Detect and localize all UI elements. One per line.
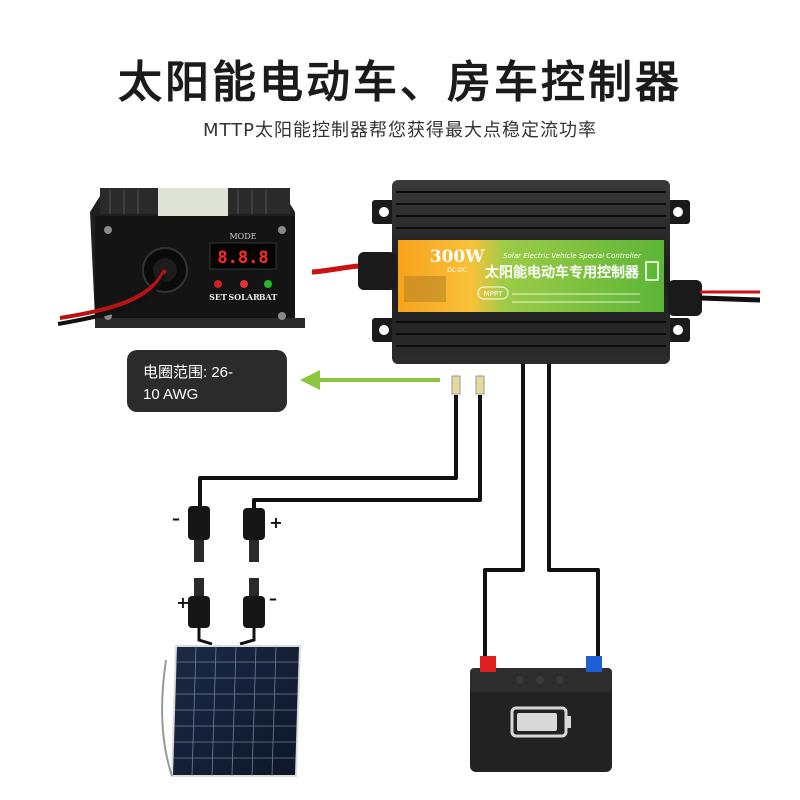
battery (470, 656, 612, 772)
upper-negative-sign: – (172, 509, 180, 528)
solar-panel (161, 645, 302, 777)
power-rating: 300W (430, 247, 485, 267)
solar-label: SOLAR (228, 292, 260, 302)
main-controller: 300W DC-DC Solar Electric Vehicle Specia… (358, 180, 702, 364)
battery-symbol-icon (645, 261, 659, 281)
set-label: SET (209, 292, 227, 302)
arrow-icon (300, 370, 440, 390)
mppt-badge: MPPT (484, 290, 503, 298)
wire-gauge-line-2: 10 AWG (143, 386, 199, 403)
seven-segment-display: 8.8.8 (217, 248, 268, 268)
converter-type: DC-DC (447, 267, 467, 274)
panel-lead-neg (197, 628, 213, 646)
solar-indicator-icon (240, 280, 248, 288)
battery-negative-terminal (586, 656, 602, 672)
bat-label: BAT (259, 292, 278, 302)
controller-black-cable (699, 295, 761, 303)
mc4-connectors (188, 506, 265, 628)
battery-positive-terminal (480, 656, 496, 672)
wire-gauge-line-1: 电圈范围: 26- (143, 364, 234, 381)
set-indicator-icon (214, 280, 222, 288)
battery-cables (483, 362, 600, 660)
panel-lead-pos (239, 628, 256, 646)
wire-terminals (451, 375, 485, 395)
panel-cables (198, 395, 482, 512)
solar-panel-icon (404, 276, 446, 302)
upper-positive-sign: + (269, 513, 282, 532)
lower-negative-sign: – (269, 589, 277, 608)
controller-red-cable (311, 263, 359, 275)
mode-label: MODE (229, 232, 256, 241)
lower-positive-sign: + (176, 593, 189, 612)
bat-indicator-icon (264, 280, 272, 288)
page-title: 太阳能电动车、房车控制器 (118, 57, 682, 108)
chinese-label: 太阳能电动车专用控制器 (485, 264, 640, 281)
page-subtitle: MTTP太阳能控制器帮您获得最大点稳定流功率 (202, 120, 598, 141)
display-controller: 8.8.8 MODE SET SOLAR BAT (90, 188, 305, 328)
english-label: Solar Electric Vehicle Special Controlle… (503, 252, 642, 260)
wire-gauge-callout: 电圈范围: 26- 10 AWG (127, 350, 287, 412)
display-cable (57, 269, 167, 326)
